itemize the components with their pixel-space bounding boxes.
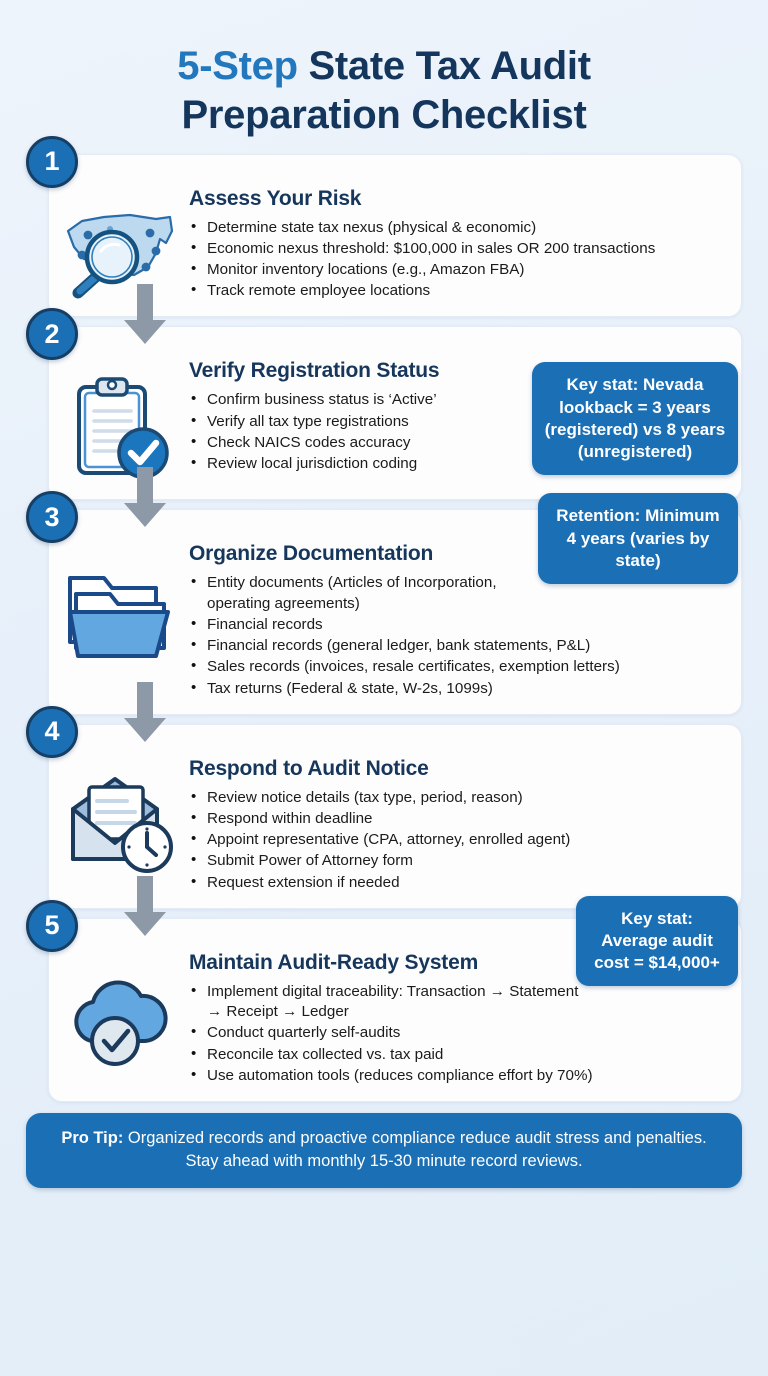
step-4-number-badge: 4 bbox=[26, 705, 78, 758]
step-5-bullets: Implement digital traceability: Transact… bbox=[189, 981, 593, 1086]
list-item: Check NAICS codes accuracy bbox=[189, 432, 512, 453]
cloud-check-icon bbox=[49, 933, 189, 1069]
step-5-card: Maintain Audit-Ready System Implement di… bbox=[48, 917, 742, 1102]
connector-arrow-2-to-3 bbox=[122, 467, 168, 534]
step-5-number-badge: 5 bbox=[26, 899, 78, 952]
list-item: Tax returns (Federal & state, W-2s, 1099… bbox=[189, 678, 721, 699]
pro-tip-label: Pro Tip: bbox=[61, 1128, 124, 1147]
step-3-number-badge: 3 bbox=[26, 491, 78, 544]
step-2-bullets: Confirm business status is ‘Active’ Veri… bbox=[189, 389, 512, 474]
clipboard-check-icon bbox=[49, 341, 189, 485]
step-4-bullets: Review notice details (tax type, period,… bbox=[189, 787, 721, 893]
connector-arrow-4-to-5 bbox=[122, 875, 168, 943]
list-item: Review local jurisdiction coding bbox=[189, 453, 512, 474]
title-accent-text: 5-Step bbox=[177, 44, 298, 88]
list-item: Monitor inventory locations (e.g., Amazo… bbox=[189, 259, 721, 280]
list-item: Request extension if needed bbox=[189, 872, 721, 893]
list-item: Financial records (general ledger, bank … bbox=[189, 635, 721, 656]
step-4: 4 bbox=[26, 705, 742, 936]
step-1-bullets: Determine state tax nexus (physical & ec… bbox=[189, 217, 721, 302]
step-1-card: Assess Your Risk Determine state tax nex… bbox=[48, 153, 742, 318]
page-title: 5-Step State Tax Audit Preparation Check… bbox=[0, 0, 768, 140]
list-item: Economic nexus threshold: $100,000 in sa… bbox=[189, 238, 721, 259]
list-item: Appoint representative (CPA, attorney, e… bbox=[189, 829, 721, 850]
list-item: Respond within deadline bbox=[189, 808, 721, 829]
list-item: Verify all tax type registrations bbox=[189, 411, 512, 432]
step-1-body: Assess Your Risk Determine state tax nex… bbox=[189, 169, 727, 303]
step-1-number-badge: 1 bbox=[26, 135, 78, 188]
folder-stack-icon bbox=[49, 524, 189, 668]
list-item: Entity documents (Articles of Incorporat… bbox=[189, 572, 509, 613]
step-5-body: Maintain Audit-Ready System Implement di… bbox=[189, 933, 768, 1087]
steps-list: 1 Assess Your Ri bbox=[0, 135, 768, 1102]
list-item: Determine state tax nexus (physical & ec… bbox=[189, 217, 721, 238]
list-item: Use automation tools (reduces compliance… bbox=[189, 1065, 593, 1086]
pro-tip-banner: Pro Tip: Organized records and proactive… bbox=[26, 1112, 742, 1188]
step-5: 5 Key stat: Average audit cost = $14,000… bbox=[26, 895, 742, 1102]
list-item: Implement digital traceability: Transact… bbox=[189, 981, 593, 1022]
title-rest-text: State Tax Audit bbox=[297, 44, 592, 88]
step-1-title: Assess Your Risk bbox=[189, 186, 362, 210]
step-2-body: Verify Registration Status Confirm busin… bbox=[189, 341, 727, 475]
step-4-card: Respond to Audit Notice Review notice de… bbox=[48, 723, 742, 909]
pro-tip-text: Organized records and proactive complian… bbox=[123, 1128, 707, 1171]
list-item: Sales records (invoices, resale certific… bbox=[189, 656, 721, 677]
step-2-key-stat-callout: Key stat: Nevada lookback = 3 years (reg… bbox=[532, 362, 738, 475]
list-item: Conduct quarterly self-audits bbox=[189, 1022, 593, 1043]
us-map-magnifier-icon bbox=[49, 169, 189, 301]
step-2-title: Verify Registration Status bbox=[189, 359, 440, 383]
list-item: Submit Power of Attorney form bbox=[189, 850, 721, 871]
step-2-number-badge: 2 bbox=[26, 308, 78, 361]
list-item: Review notice details (tax type, period,… bbox=[189, 787, 721, 808]
connector-arrow-1-to-2 bbox=[122, 284, 168, 351]
step-3-title: Organize Documentation bbox=[189, 542, 434, 566]
list-item: Reconcile tax collected vs. tax paid bbox=[189, 1044, 593, 1065]
envelope-clock-icon bbox=[49, 739, 189, 875]
list-item: Confirm business status is ‘Active’ bbox=[189, 389, 512, 410]
step-1: 1 Assess Your Ri bbox=[26, 135, 742, 345]
step-3-retention-callout: Retention: Minimum 4 years (varies by st… bbox=[538, 493, 738, 584]
step-5-key-stat-callout: Key stat: Average audit cost = $14,000+ bbox=[576, 895, 738, 987]
step-3-body: Organize Documentation Entity documents … bbox=[189, 524, 727, 699]
connector-arrow-3-to-4 bbox=[122, 681, 168, 749]
list-item: Track remote employee locations bbox=[189, 280, 721, 301]
list-item: Financial records bbox=[189, 614, 721, 635]
step-4-title: Respond to Audit Notice bbox=[189, 756, 429, 780]
step-2: 2 Key stat: Nevada lookback = 3 years (r… bbox=[26, 308, 742, 528]
page-title-line-1: 5-Step State Tax Audit bbox=[40, 42, 728, 91]
step-4-body: Respond to Audit Notice Review notice de… bbox=[189, 739, 727, 894]
step-3-bullets: Entity documents (Articles of Incorporat… bbox=[189, 572, 721, 699]
step-5-title: Maintain Audit-Ready System bbox=[189, 950, 479, 974]
step-3: 3 Retention: Minimum 4 years (varies by … bbox=[26, 491, 742, 742]
page-title-line-2: Preparation Checklist bbox=[181, 92, 587, 137]
